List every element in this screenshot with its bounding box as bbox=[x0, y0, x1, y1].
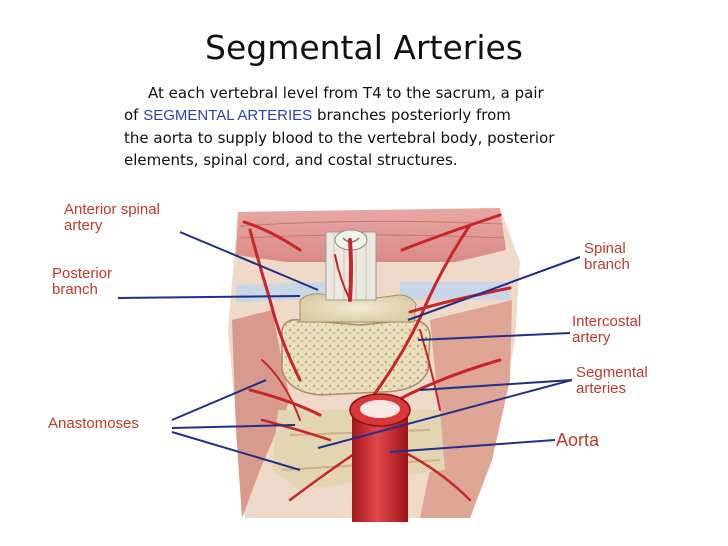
body-line-1-text: At each vertebral level from T4 to the s… bbox=[148, 84, 544, 102]
label-aorta: Aorta bbox=[556, 430, 600, 450]
label-posterior-line2: branch bbox=[52, 281, 98, 298]
label-posterior-branch: Posterior branch bbox=[52, 266, 112, 298]
label-segmental-line1: Segmental bbox=[576, 364, 648, 381]
body-line-2-pre: of bbox=[124, 106, 144, 124]
leader-lines bbox=[117, 231, 581, 471]
slide-body-text: At each vertebral level from T4 to the s… bbox=[124, 82, 624, 171]
body-line-4: elements, spinal cord, and costal struct… bbox=[124, 151, 458, 169]
body-line-3: the aorta to supply blood to the vertebr… bbox=[124, 129, 555, 147]
label-intercostal-artery: Intercostal artery bbox=[572, 314, 641, 346]
label-spinal-line2: branch bbox=[584, 256, 630, 273]
body-line-2: of SEGMENTAL ARTERIES branches posterior… bbox=[124, 104, 624, 127]
arteries bbox=[242, 213, 512, 502]
slide-title: Segmental Arteries bbox=[205, 28, 523, 67]
body-line-2-post: branches posteriorly from bbox=[312, 106, 511, 124]
aorta-vessel bbox=[349, 393, 411, 522]
label-spinal-line1: Spinal bbox=[584, 240, 626, 257]
segmental-arteries-highlight: SEGMENTAL ARTERIES bbox=[143, 107, 313, 124]
label-anterior-spinal-line2: artery bbox=[64, 217, 103, 234]
label-segmental-line2: arteries bbox=[576, 380, 627, 397]
label-anastomoses: Anastomoses bbox=[48, 415, 139, 432]
label-intercostal-line2: artery bbox=[572, 329, 611, 346]
label-segmental-arteries: Segmental arteries bbox=[576, 365, 648, 397]
label-posterior-line1: Posterior bbox=[52, 265, 113, 282]
label-anterior-spinal-line1: Anterior spinal bbox=[64, 201, 160, 218]
body-line-1: At each vertebral level from T4 to the s… bbox=[124, 82, 624, 104]
label-intercostal-line1: Intercostal bbox=[572, 313, 642, 330]
label-spinal-branch: Spinal branch bbox=[584, 241, 630, 273]
label-anterior-spinal-artery: Anterior spinal artery bbox=[64, 202, 160, 234]
